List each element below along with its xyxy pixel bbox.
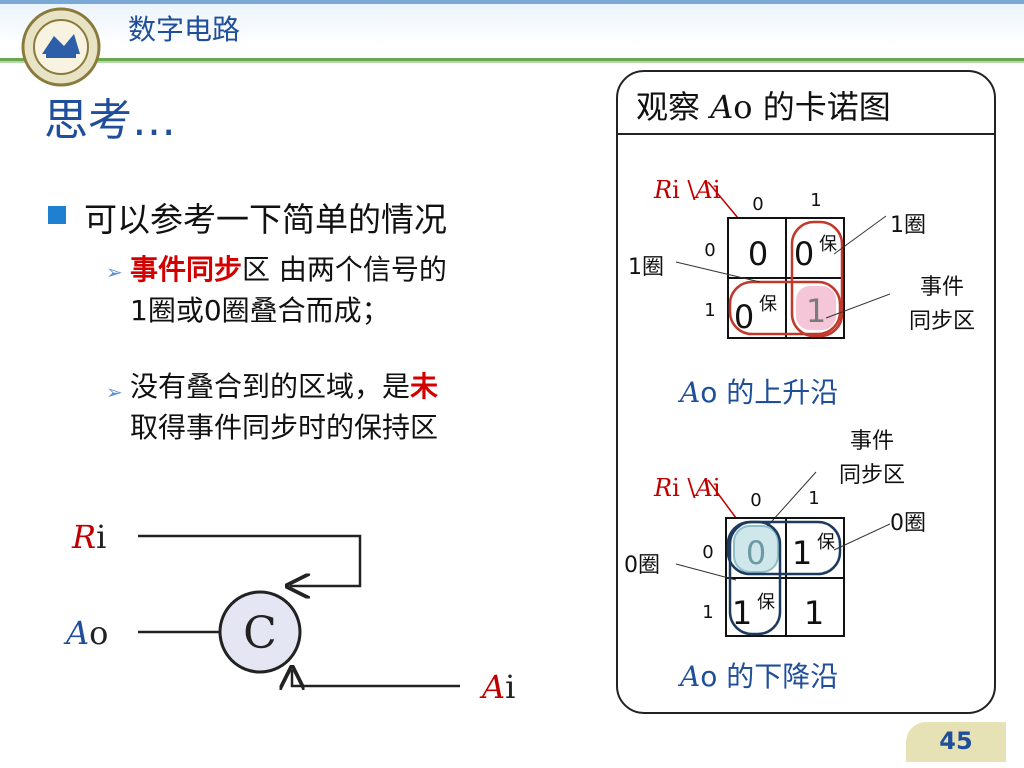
kmap-falling-caption: Ao 的下降沿 (677, 660, 838, 693)
leader-left-loop-falling (675, 563, 737, 581)
kmap-rising-caption: Ao 的上升沿 (677, 376, 838, 409)
ao-label-o: o (89, 614, 108, 652)
page-number: 45 (939, 727, 973, 755)
kmap-falling-corner: Ri \Ai (653, 474, 721, 502)
ai-wire (292, 670, 460, 686)
ao-label-a: A (63, 614, 89, 652)
ri-label-i: i (96, 518, 106, 556)
course-title: 数字电路 (128, 13, 241, 46)
kmap-rising-corner-slash (707, 181, 739, 219)
kmap-falling: 事件 同步区 Ri \Ai 0 1 0 1 0 1 保 1 保 1 0圈 0圈 … (624, 429, 926, 693)
ri-label: Ri (71, 518, 106, 556)
panel-title: 观察 Ao 的卡诺图 (636, 82, 891, 128)
kmap-rising-c11: 1 (806, 292, 826, 330)
kmap-rising-c00: 0 (748, 235, 768, 273)
kmap-rising-label-right: 1圈 (890, 213, 926, 238)
kmap-rising-c01-sup: 保 (819, 234, 837, 255)
bullet-main: 可以参考一下简单的情况 (84, 200, 447, 239)
c-element-diagram: C Ri Ao Ai (63, 518, 515, 706)
kmap-falling-row0: 0 (702, 542, 713, 563)
header-band (0, 0, 1024, 66)
kmap-falling-col1: 1 (808, 488, 819, 509)
chevron-right-icon: ➢ (106, 380, 123, 404)
kmap-rising: Ri \Ai 0 1 0 1 0 0 保 0 保 1 1圈 1圈 事件 同步区 … (628, 176, 975, 409)
header-top-line (0, 0, 1024, 4)
kmap-rising-col1: 1 (810, 190, 821, 211)
slide-title: 思考… (44, 95, 176, 146)
ai-label: Ai (479, 668, 515, 706)
kmap-falling-c10: 1 (732, 594, 752, 632)
kmap-rising-col0: 0 (752, 194, 763, 215)
sub-bullet-hold: 没有叠合到的区域，是未 取得事件同步时的保持区 (130, 366, 600, 448)
c-gate (218, 590, 302, 674)
kmap-falling-c10-sup: 保 (757, 592, 775, 613)
leader-sync-zone (825, 293, 891, 319)
kmap-falling-c01: 1 (792, 534, 812, 572)
kmap-falling-c01-sup: 保 (817, 532, 835, 553)
university-logo-icon (21, 7, 101, 87)
kmap-falling-corner-slash (707, 479, 737, 519)
kmap-falling-sync-label-1: 事件 (850, 429, 894, 454)
kmap-falling-label-left: 0圈 (624, 553, 660, 578)
leader-right-loop-falling (833, 523, 891, 551)
sub1-text-a: 区 由两个信号的 (242, 253, 447, 286)
leader-sync-zone-falling (763, 471, 817, 531)
header-divider-light (0, 61, 1024, 63)
panel-divider (617, 133, 995, 135)
emph-not: 未 (410, 370, 439, 403)
sub2-text-b: 取得事件同步时的保持区 (130, 411, 439, 444)
ri-label-r: R (71, 518, 96, 556)
leader-right-loop (833, 215, 887, 255)
kmap-rising-c10-sup: 保 (759, 294, 777, 315)
kmap-rising-c10: 0 (734, 298, 754, 336)
panel-title-a: A (710, 88, 734, 126)
kmap-rising-row1: 1 (704, 300, 715, 321)
emph-event-sync: 事件同步 (130, 253, 243, 286)
kmap-falling-col0: 0 (750, 490, 761, 511)
kmap-rising-row-loop (728, 280, 842, 336)
leader-left-loop (675, 261, 761, 283)
sub-bullet-sync: 事件同步区 由两个信号的 1圈或0圈叠合而成； (130, 249, 600, 331)
ao-label: Ao (63, 614, 108, 652)
kmap-falling-row1: 1 (702, 602, 713, 623)
kmap-rising-c01: 0 (794, 235, 814, 273)
kmap-falling-label-right: 0圈 (890, 511, 926, 536)
karnaugh-panel (616, 70, 996, 714)
ai-label-i: i (505, 668, 515, 706)
header-divider (0, 58, 1024, 61)
kmap-falling-c00: 0 (746, 534, 766, 572)
panel-title-post: 的卡诺图 (752, 88, 891, 126)
sub1-text-b: 1圈或0圈叠合而成； (130, 294, 390, 327)
kmap-falling-sync-highlight (733, 525, 779, 573)
chevron-right-icon: ➢ (106, 260, 123, 284)
page-number-badge (906, 722, 1006, 762)
c-gate-label: C (243, 608, 277, 659)
kmap-falling-row-loop (726, 520, 842, 576)
kmap-rising-label-left: 1圈 (628, 255, 664, 280)
kmap-falling-sync-label-2: 同步区 (839, 463, 905, 488)
ai-label-a: A (479, 668, 505, 706)
panel-title-pre: 观察 (636, 88, 711, 126)
kmap-falling-c11: 1 (804, 594, 824, 632)
kmap-rising-corner: Ri \Ai (653, 176, 721, 204)
sub2-text-a: 没有叠合到的区域，是 (130, 370, 411, 403)
ri-wire (138, 534, 362, 586)
kmap-rising-sync-highlight (796, 286, 836, 330)
kmap-rising-sync-label-2: 同步区 (909, 309, 975, 334)
bullet-square-icon (48, 206, 66, 224)
kmap-rising-sync-label-1: 事件 (920, 275, 964, 300)
kmap-rising-col-loop (790, 220, 844, 338)
kmap-rising-row0: 0 (704, 240, 715, 261)
panel-title-o: o (733, 88, 753, 126)
